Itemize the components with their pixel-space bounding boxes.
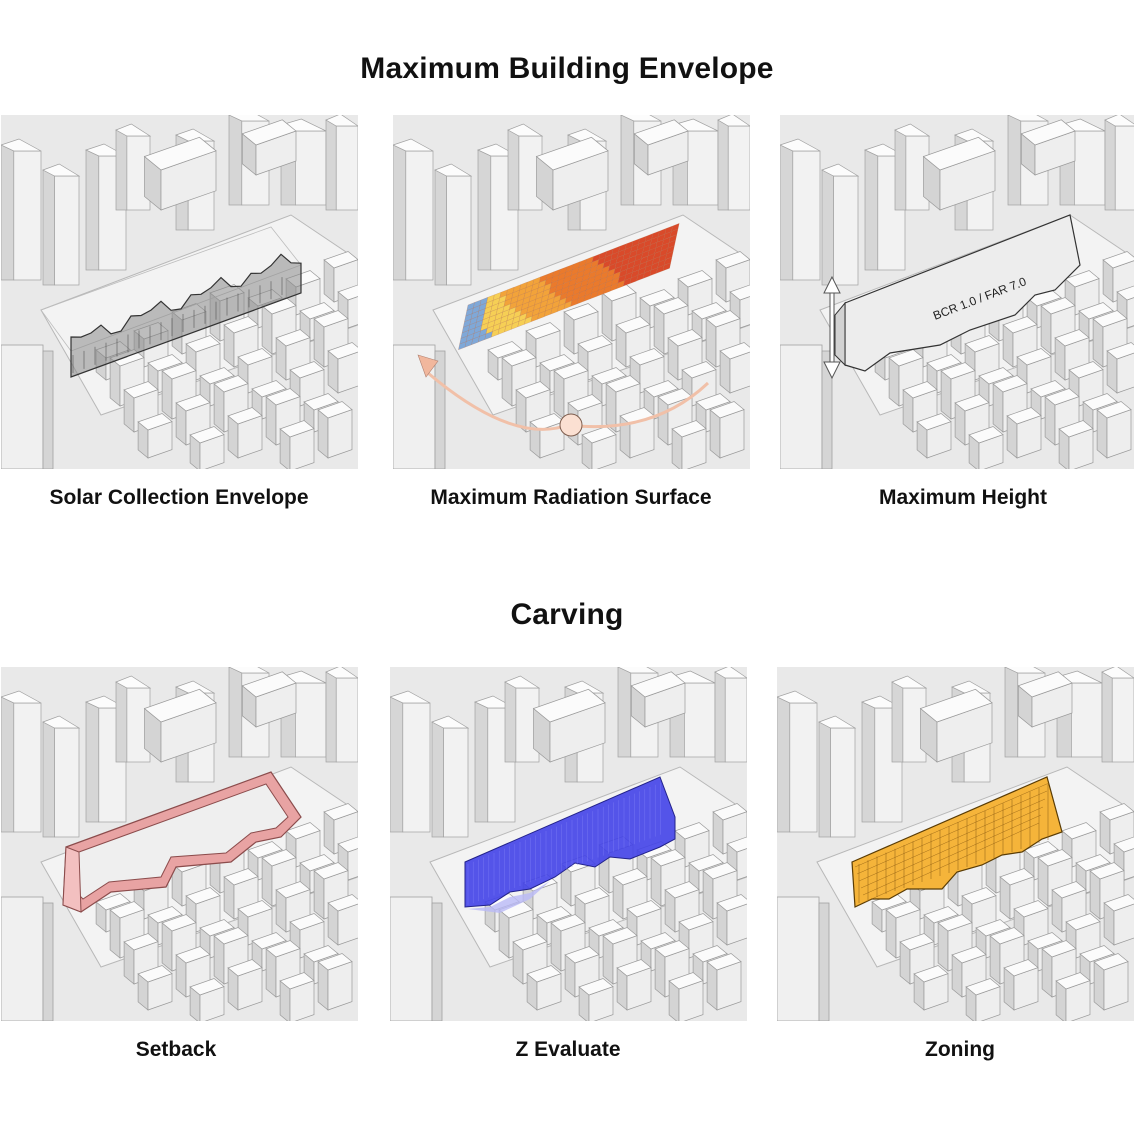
back-tower (780, 139, 820, 280)
sun-icon (560, 414, 582, 436)
city-block (1104, 895, 1134, 946)
city-block (1097, 402, 1131, 459)
city-block (530, 414, 564, 459)
city-block (280, 973, 314, 1022)
city-block (582, 427, 616, 470)
city-block (717, 895, 747, 946)
front-left-tower (1, 345, 43, 469)
panel-solar-collection (1, 115, 358, 469)
front-left-tower (1, 897, 43, 1021)
front-left-tower-side (435, 351, 445, 469)
back-tower (822, 164, 858, 285)
back-tower (43, 716, 79, 837)
panel-setback (1, 667, 358, 1021)
back-tower (1, 691, 41, 832)
city-block (707, 954, 741, 1011)
section-title-carving: Carving (0, 598, 1134, 632)
front-left-tower-side (43, 351, 53, 469)
city-block (228, 408, 262, 459)
city-block (280, 421, 314, 470)
city-block (318, 402, 352, 459)
back-tower (1102, 667, 1134, 762)
city-block (669, 973, 703, 1022)
city-block (1094, 954, 1128, 1011)
city-block (328, 895, 358, 946)
city-block (617, 960, 651, 1011)
city-block (966, 979, 1000, 1022)
back-tower (1, 139, 41, 280)
panel-maximum-height: BCR 1.0 / FAR 7.0 (780, 115, 1134, 469)
city-block (917, 414, 951, 459)
back-tower (390, 691, 430, 832)
caption-maximum-height: Maximum Height (773, 486, 1134, 510)
city-block (328, 343, 358, 394)
city-block (228, 960, 262, 1011)
city-block (190, 979, 224, 1022)
city-block (1059, 421, 1093, 470)
city-block (1007, 408, 1041, 459)
back-tower (435, 164, 471, 285)
panel-z-evaluate (390, 667, 747, 1021)
caption-radiation-surface: Maximum Radiation Surface (381, 486, 761, 510)
city-block (318, 954, 352, 1011)
section-title-envelope: Maximum Building Envelope (0, 52, 1134, 86)
city-block (1004, 960, 1038, 1011)
back-tower (326, 667, 358, 762)
back-tower (777, 691, 817, 832)
city-block (138, 414, 172, 459)
setback-side (63, 847, 81, 912)
front-left-tower (780, 345, 822, 469)
city-block (620, 408, 654, 459)
back-tower (1105, 115, 1134, 210)
city-block (710, 402, 744, 459)
city-block (1056, 973, 1090, 1022)
back-tower (43, 164, 79, 285)
front-left-tower (777, 897, 819, 1021)
city-block (190, 427, 224, 470)
caption-solar-collection: Solar Collection Envelope (0, 486, 369, 510)
front-left-tower-side (43, 903, 53, 1021)
back-tower (326, 115, 358, 210)
panel-zoning (777, 667, 1134, 1021)
city-block (969, 427, 1003, 470)
city-block (579, 979, 613, 1022)
back-tower (393, 139, 433, 280)
city-block (720, 343, 750, 394)
city-block (1107, 343, 1134, 394)
front-left-tower (390, 897, 432, 1021)
back-tower (715, 667, 747, 762)
back-tower (432, 716, 468, 837)
front-left-tower-side (819, 903, 829, 1021)
back-tower (718, 115, 750, 210)
city-block (914, 966, 948, 1011)
caption-setback: Setback (0, 1038, 366, 1062)
city-block (672, 421, 706, 470)
panel-radiation-surface (393, 115, 750, 469)
back-tower (819, 716, 855, 837)
city-block (527, 966, 561, 1011)
caption-zoning: Zoning (770, 1038, 1134, 1062)
caption-z-evaluate: Z Evaluate (378, 1038, 758, 1062)
city-block (138, 966, 172, 1011)
front-left-tower-side (432, 903, 442, 1021)
